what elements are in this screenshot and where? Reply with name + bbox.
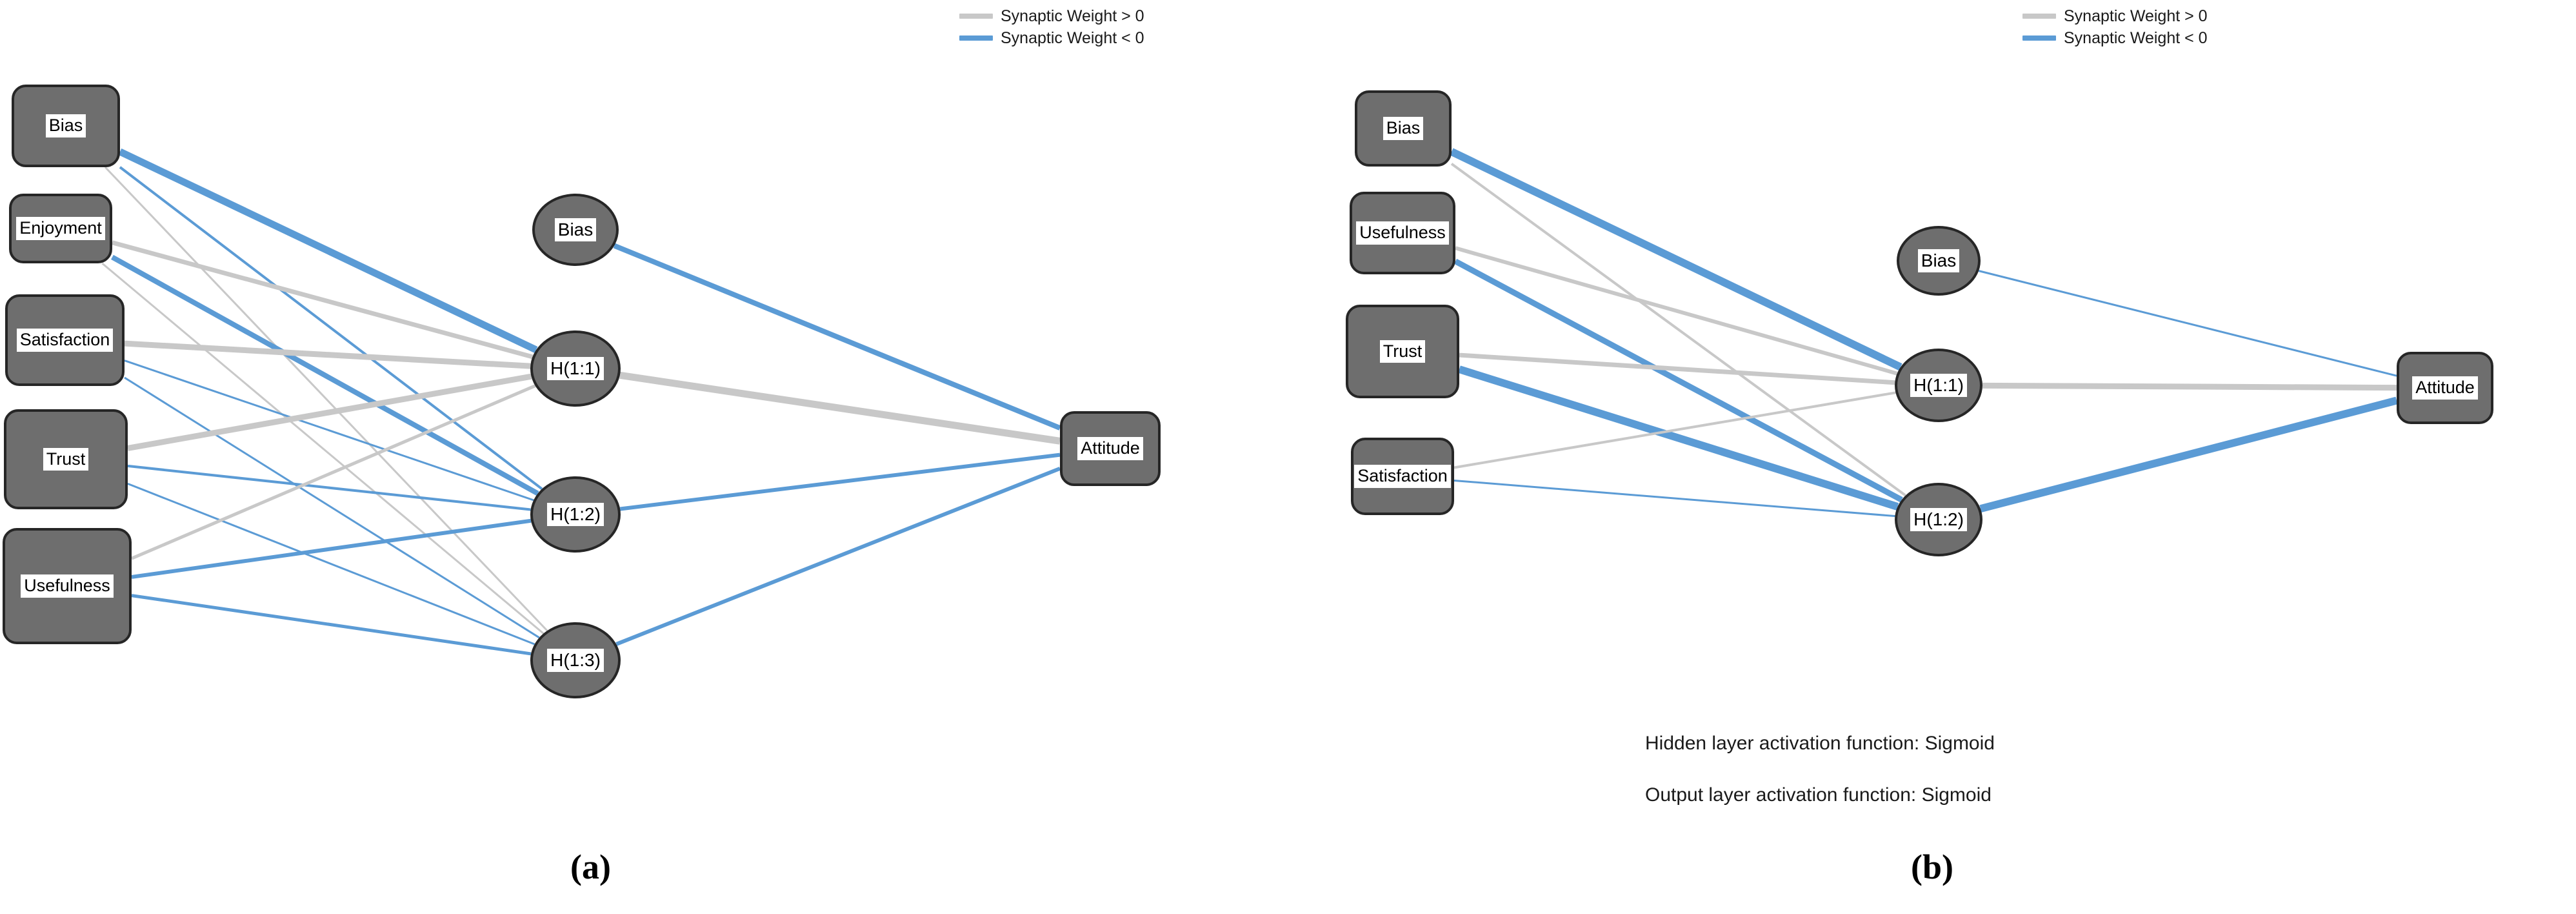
edge-a-in-usefulness-to-a-h-1 (131, 384, 536, 560)
edge-b-in-trust-to-b-h-1 (1459, 352, 1895, 385)
edge-a-in-enjoyment-to-a-h-1 (112, 240, 534, 360)
edge-b-in-bias-to-b-h-1 (1450, 148, 1902, 371)
legend-row-positive: Synaptic Weight > 0 (959, 7, 1144, 25)
edge-a-h-2-to-a-out-attitude (619, 452, 1061, 511)
edge-a-in-trust-to-a-h-3 (127, 482, 535, 645)
output-activation-annotation: Output layer activation function: Sigmoi… (1645, 784, 1992, 806)
edge-a-h-bias-to-a-out-attitude (613, 243, 1061, 431)
node-label: Attitude (1077, 437, 1143, 460)
legend-swatch-positive (2022, 14, 2056, 19)
node-a-in-satisfaction: Satisfaction (5, 294, 125, 386)
legend-label-positive: Synaptic Weight > 0 (1001, 7, 1144, 25)
edge-a-in-enjoyment-to-a-h-3 (101, 262, 544, 635)
legend-row-positive: Synaptic Weight > 0 (2022, 7, 2208, 25)
edge-b-h-bias-to-b-out-attitude (1978, 270, 2397, 377)
edge-b-in-satisfaction-to-b-h-1 (1453, 391, 1896, 469)
edge-a-in-trust-to-a-h-1 (127, 373, 532, 451)
node-a-out-attitude: Attitude (1060, 411, 1161, 486)
edge-a-in-usefulness-to-a-h-2 (131, 518, 532, 579)
node-a-in-usefulness: Usefulness (3, 528, 132, 644)
edge-a-h-3-to-a-out-attitude (615, 467, 1061, 646)
node-b-h-1: H(1:1) (1895, 349, 1982, 422)
node-a-h-1: H(1:1) (530, 330, 621, 407)
node-b-in-trust: Trust (1346, 305, 1459, 398)
edge-b-h-1-to-b-out-attitude (1982, 382, 2397, 391)
node-label: H(1:3) (547, 648, 604, 673)
node-a-h-2: H(1:2) (530, 476, 621, 553)
node-label: Bias (45, 114, 86, 137)
edge-a-in-usefulness-to-a-h-3 (131, 594, 532, 656)
node-label: Attitude (2412, 376, 2478, 400)
legend-row-negative: Synaptic Weight < 0 (959, 29, 1144, 47)
subfigure-caption-a: (a) (570, 848, 611, 886)
legend-label-negative: Synaptic Weight < 0 (1001, 29, 1144, 47)
node-b-h-bias: Bias (1897, 226, 1981, 296)
edge-a-in-satisfaction-to-a-h-3 (124, 376, 540, 639)
edge-b-in-trust-to-b-h-2 (1458, 365, 1899, 511)
node-b-in-satisfaction: Satisfaction (1351, 438, 1454, 515)
node-label: Enjoyment (16, 217, 105, 240)
panel-b-network-diagram: Synaptic Weight > 0 Synaptic Weight < 0 (1288, 0, 2576, 914)
edge-a-in-satisfaction-to-a-h-1 (124, 340, 531, 369)
edge-a-in-enjoyment-to-a-h-2 (111, 254, 539, 496)
node-label: Bias (1917, 249, 1960, 273)
node-label: H(1:2) (1910, 507, 1967, 532)
node-a-in-enjoyment: Enjoyment (9, 194, 112, 263)
hidden-activation-annotation: Hidden layer activation function: Sigmoi… (1645, 733, 1995, 754)
node-label: Trust (1379, 340, 1426, 363)
legend-swatch-positive (959, 14, 993, 19)
node-label: Satisfaction (1354, 465, 1451, 488)
panel-b-legend: Synaptic Weight > 0 Synaptic Weight < 0 (2022, 7, 2208, 47)
node-label: Usefulness (1356, 221, 1449, 245)
edge-b-in-satisfaction-to-b-h-2 (1453, 479, 1895, 518)
node-label: Bias (1383, 117, 1424, 140)
subfigure-caption-b: (b) (1911, 848, 1953, 886)
node-b-h-2: H(1:2) (1895, 483, 1982, 556)
node-label: Trust (43, 447, 89, 471)
legend-row-negative: Synaptic Weight < 0 (2022, 29, 2208, 47)
panel-a-edges (101, 148, 1061, 656)
node-label: H(1:2) (547, 502, 604, 527)
edge-b-h-2-to-b-out-attitude (1979, 396, 2398, 513)
legend-swatch-negative (959, 36, 993, 41)
node-label: H(1:1) (547, 356, 604, 381)
node-b-out-attitude: Attitude (2397, 352, 2493, 424)
edge-b-in-bias-to-b-h-2 (1450, 163, 1906, 497)
edge-b-in-usefulness-to-b-h-1 (1455, 246, 1898, 376)
edge-a-in-satisfaction-to-a-h-2 (124, 360, 534, 502)
node-label: Bias (554, 218, 597, 242)
node-a-h-bias: Bias (532, 194, 619, 266)
node-label: Usefulness (21, 574, 114, 598)
panel-a-network-diagram: Synaptic Weight > 0 Synaptic Weight < 0 … (3, 7, 1161, 886)
node-b-in-bias: Bias (1355, 90, 1452, 167)
panel-a-legend: Synaptic Weight > 0 Synaptic Weight < 0 (959, 7, 1144, 47)
node-label: Satisfaction (16, 329, 114, 352)
edge-a-in-bias-to-a-h-2 (119, 166, 543, 491)
edge-a-in-bias-to-a-h-1 (118, 148, 538, 353)
node-a-in-bias: Bias (12, 85, 120, 167)
node-a-in-trust: Trust (4, 409, 128, 509)
edge-b-in-usefulness-to-b-h-2 (1453, 258, 1903, 503)
node-a-h-3: H(1:3) (530, 622, 621, 698)
node-label: H(1:1) (1910, 373, 1967, 398)
legend-label-positive: Synaptic Weight > 0 (2064, 7, 2208, 25)
edge-a-h-1-to-a-out-attitude (619, 371, 1061, 445)
edge-a-in-trust-to-a-h-2 (127, 464, 531, 511)
legend-label-negative: Synaptic Weight < 0 (2064, 29, 2208, 47)
node-b-in-usefulness: Usefulness (1350, 192, 1455, 274)
edge-a-in-bias-to-a-h-3 (104, 166, 548, 632)
legend-swatch-negative (2022, 36, 2056, 41)
